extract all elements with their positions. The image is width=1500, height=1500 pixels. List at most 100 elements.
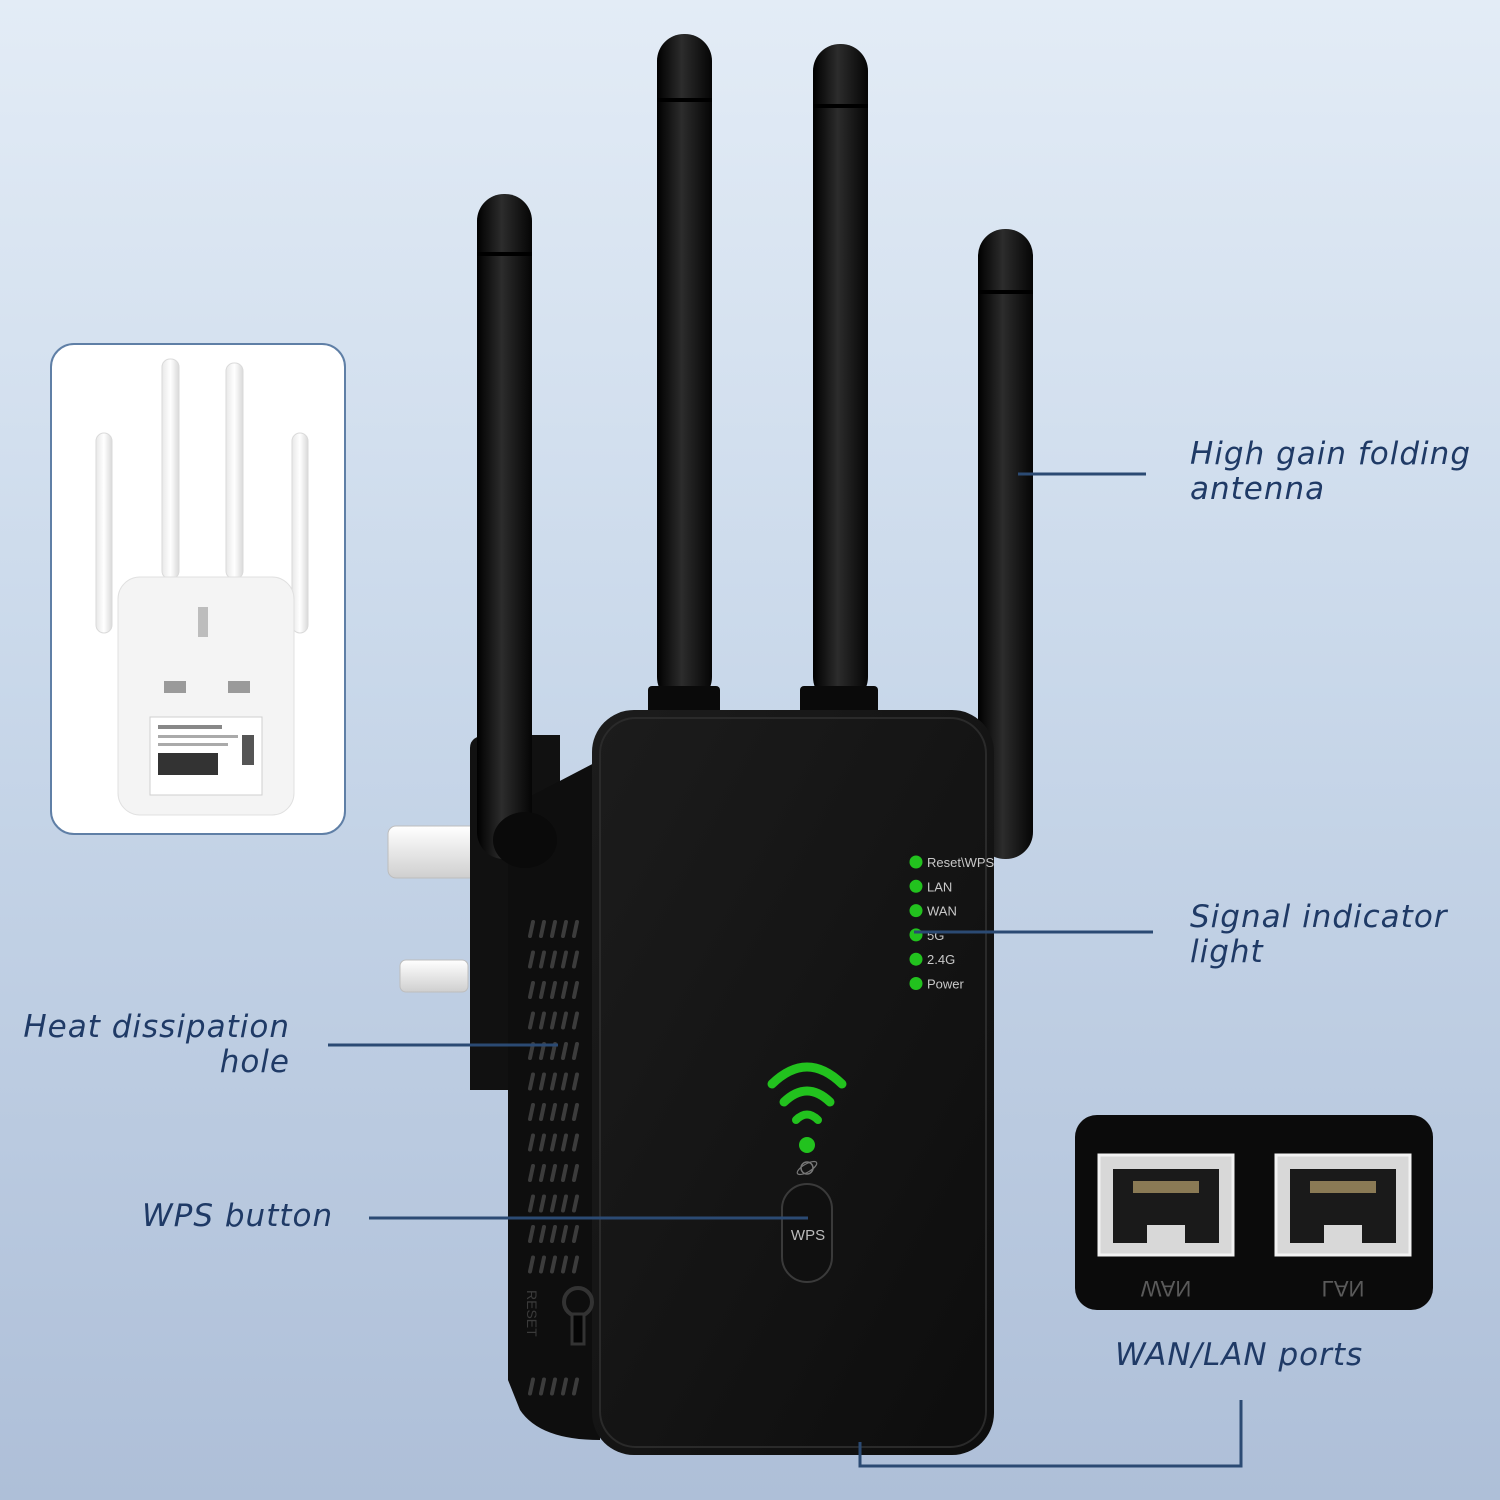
vent-slit <box>561 981 568 999</box>
vent-slit <box>539 1225 546 1243</box>
ports-callout-line <box>858 1400 1243 1468</box>
vent-slit <box>550 1255 557 1274</box>
vent-slit <box>561 950 568 969</box>
vent-slit <box>561 1164 568 1182</box>
vent-slit <box>572 1011 579 1030</box>
vent-slit <box>572 1103 579 1121</box>
led-label: WAN <box>927 904 957 919</box>
vent-slit <box>539 1133 546 1152</box>
heat-dissipation-vents <box>528 920 579 1396</box>
vent-slit <box>561 1255 568 1274</box>
vent-slit <box>528 1194 535 1213</box>
led-dot <box>909 855 923 869</box>
led-label: 5G <box>927 928 944 943</box>
vent-slit <box>550 1103 557 1121</box>
wps-callout: WPS button <box>142 1199 333 1234</box>
ports-card: WAN LAN <box>1075 1115 1433 1310</box>
vent-slit <box>561 920 568 938</box>
reset-hole[interactable] <box>562 1286 594 1346</box>
vent-slit <box>550 1164 557 1182</box>
vent-slit <box>528 1133 535 1152</box>
vent-slit <box>561 1103 568 1121</box>
led-label: 2.4G <box>927 952 955 967</box>
vent-slit <box>572 1072 579 1091</box>
vent-slit <box>528 1072 535 1091</box>
callout-lines <box>328 472 1243 1468</box>
wan-port[interactable] <box>1097 1153 1235 1257</box>
wan-port-label: WAN <box>1141 1276 1192 1301</box>
heat-callout-line2: hole <box>219 1044 290 1080</box>
lan-port-label: LAN <box>1322 1276 1365 1301</box>
vent-slit <box>539 1255 546 1274</box>
signal-callout: Signal indicator light <box>1190 900 1448 970</box>
vent-slit <box>572 950 579 969</box>
vent-slit <box>539 1103 546 1121</box>
antenna-callout: High gain folding antenna <box>1190 437 1471 507</box>
vent-slit <box>539 1011 546 1030</box>
lan-port[interactable] <box>1274 1153 1412 1257</box>
vent-slit <box>572 1255 579 1274</box>
vent-slit <box>528 1225 535 1243</box>
vent-slit <box>550 1377 557 1396</box>
ports-callout-text: WAN/LAN ports <box>1115 1337 1364 1373</box>
vent-slit <box>550 920 557 938</box>
antenna-center-left <box>648 34 720 716</box>
led-dot <box>909 977 923 990</box>
vent-slit <box>528 1103 535 1121</box>
vent-slit <box>528 920 535 938</box>
vent-slit <box>539 950 546 969</box>
vent-slit <box>528 1255 535 1274</box>
vent-slit <box>561 1194 568 1213</box>
led-label: Reset\WPS <box>927 855 995 870</box>
heat-callout: Heat dissipation hole <box>23 1010 290 1080</box>
vent-slit <box>561 1072 568 1091</box>
ports-image: WAN LAN <box>1097 1153 1412 1301</box>
heat-callout-line1: Heat dissipation <box>23 1009 290 1045</box>
led-dot <box>909 904 923 918</box>
vent-slit <box>572 1133 579 1152</box>
vent-slit <box>528 1377 535 1396</box>
antenna-left <box>477 194 557 868</box>
vent-slit <box>561 1133 568 1152</box>
led-label: Power <box>927 977 965 992</box>
signal-indicator-lights: Reset\WPS LAN WAN 5G 2.4G Power <box>909 855 995 992</box>
vent-slit <box>561 1011 568 1030</box>
wps-button[interactable]: WPS <box>781 1183 833 1283</box>
white-variant-card <box>50 343 346 835</box>
vent-slit <box>561 1377 568 1396</box>
vent-slit <box>539 1194 546 1213</box>
wps-callout-text: WPS button <box>142 1198 334 1234</box>
vent-slit <box>539 1072 546 1091</box>
plug-prongs <box>387 825 481 993</box>
vent-slit <box>550 950 557 969</box>
vent-slit <box>528 1164 535 1182</box>
antenna-callout-line1: High gain folding <box>1190 436 1471 472</box>
vent-slit <box>539 920 546 938</box>
vent-slit <box>572 920 579 938</box>
vent-slit <box>550 1072 557 1091</box>
signal-callout-line2: light <box>1190 934 1264 970</box>
signal-callout-line1: Signal indicator <box>1190 899 1448 935</box>
planet-icon <box>796 1160 818 1176</box>
wps-button-label: WPS <box>791 1227 825 1244</box>
led-label: LAN <box>927 879 952 894</box>
led-dot <box>909 952 923 966</box>
vent-slit <box>550 1225 557 1243</box>
vent-slit <box>572 1194 579 1213</box>
white-variant-image <box>95 358 309 816</box>
vent-slit <box>572 981 579 999</box>
vent-slit <box>539 1164 546 1182</box>
led-dot <box>909 928 923 942</box>
antenna-callout-line2: antenna <box>1190 471 1326 507</box>
vent-slit <box>528 1011 535 1030</box>
reset-label: RESET <box>524 1290 540 1337</box>
vent-slit <box>550 1011 557 1030</box>
device-front <box>592 710 994 1455</box>
vent-slit <box>550 1133 557 1152</box>
vent-slit <box>539 1377 546 1396</box>
vent-slit <box>550 981 557 999</box>
vent-slit <box>539 981 546 999</box>
antenna-right <box>978 229 1033 859</box>
wifi-icon <box>767 1062 847 1153</box>
